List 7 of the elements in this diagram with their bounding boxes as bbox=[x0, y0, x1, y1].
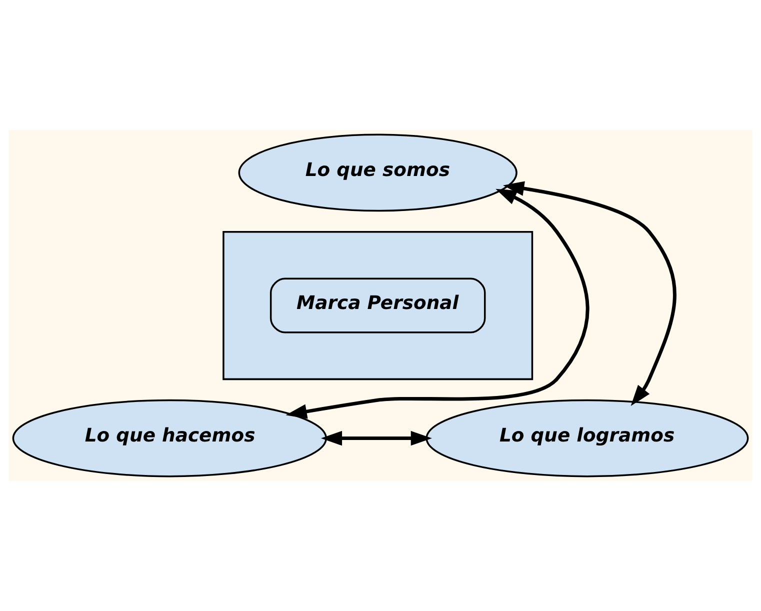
node-box: Marca Personal bbox=[270, 278, 486, 334]
arrow bbox=[502, 181, 676, 406]
node-ellipse: Lo que hacemos bbox=[12, 399, 328, 478]
arrow bbox=[286, 188, 590, 419]
node-ellipse: Lo que logramos bbox=[426, 399, 749, 478]
cluster bbox=[222, 230, 534, 380]
arrow bbox=[320, 430, 432, 446]
